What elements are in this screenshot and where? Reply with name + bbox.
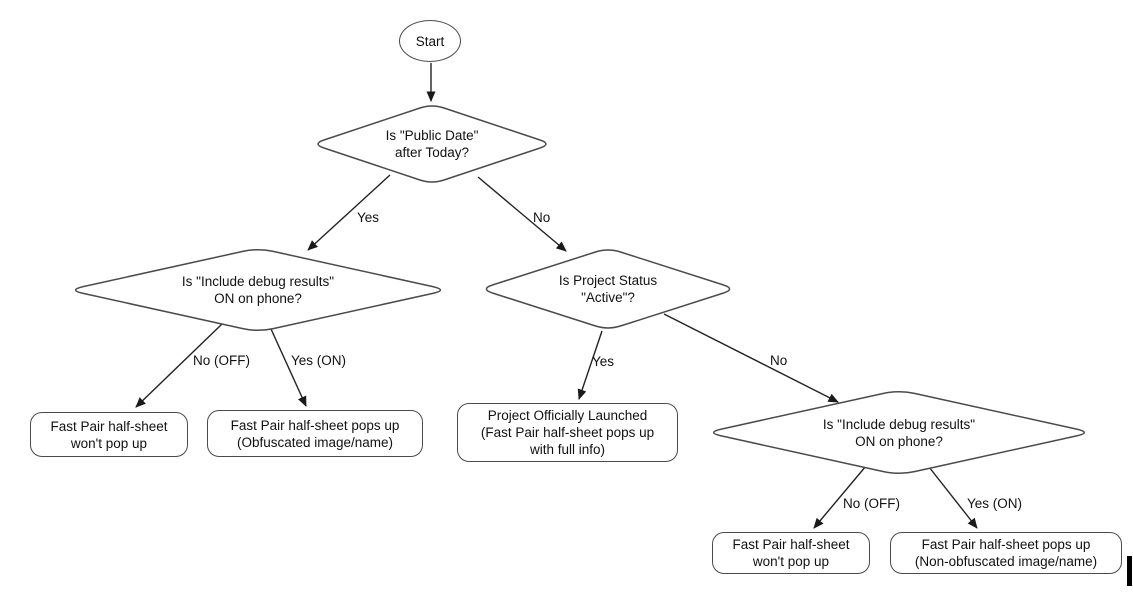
decision-debug-results-right-label: Is "Include debug results" ON on phone? <box>822 416 976 449</box>
result-no-popup-left-label: Fast Pair half-sheet won't pop up <box>50 418 168 451</box>
text-cursor-artifact <box>1127 556 1132 586</box>
edge-label-no-mid: No <box>770 353 788 368</box>
node-start-label: Start <box>415 33 445 49</box>
edge-label-yes-on-left: Yes (ON) <box>291 353 347 368</box>
result-no-popup-right: Fast Pair half-sheet won't pop up <box>712 532 870 574</box>
result-non-obfuscated-popup: Fast Pair half-sheet pops up (Non-obfusc… <box>890 532 1122 574</box>
decision-debug-results-right: Is "Include debug results" ON on phone? <box>706 390 1092 475</box>
result-no-popup-right-label: Fast Pair half-sheet won't pop up <box>732 537 850 569</box>
node-start: Start <box>399 20 461 62</box>
result-obfuscated-popup: Fast Pair half-sheet pops up (Obfuscated… <box>207 410 423 457</box>
diamond-shape <box>485 249 731 329</box>
decision-project-status: Is Project Status "Active"? <box>480 248 736 330</box>
edge-label-yes-top: Yes <box>357 210 380 225</box>
result-project-launched-label: Project Officially Launched (Fast Pair h… <box>480 408 655 457</box>
edge-label-no-off-right: No (OFF) <box>843 496 900 511</box>
decision-public-date-label: Is "Public Date" after Today? <box>385 128 479 160</box>
edge-label-no-off-left: No (OFF) <box>193 353 250 368</box>
edge-label-no-top: No <box>533 210 551 225</box>
diamond-shape <box>712 390 1086 475</box>
result-obfuscated-popup-label: Fast Pair half-sheet pops up (Obfuscated… <box>230 417 400 450</box>
diamond-shape <box>74 248 442 332</box>
decision-debug-results-left: Is "Include debug results" ON on phone? <box>68 248 448 332</box>
result-project-launched: Project Officially Launched (Fast Pair h… <box>457 403 678 462</box>
edge-label-yes-mid: Yes <box>592 354 615 369</box>
result-non-obfuscated-popup-label: Fast Pair half-sheet pops up (Non-obfusc… <box>914 537 1098 569</box>
result-no-popup-left: Fast Pair half-sheet won't pop up <box>30 412 188 457</box>
decision-debug-results-left-label: Is "Include debug results" ON on phone? <box>181 274 335 306</box>
decision-project-status-label: Is Project Status "Active"? <box>558 273 658 305</box>
decision-public-date: Is "Public Date" after Today? <box>312 104 552 184</box>
diamond-shape <box>317 105 547 183</box>
edge-label-yes-on-right: Yes (ON) <box>967 496 1023 511</box>
